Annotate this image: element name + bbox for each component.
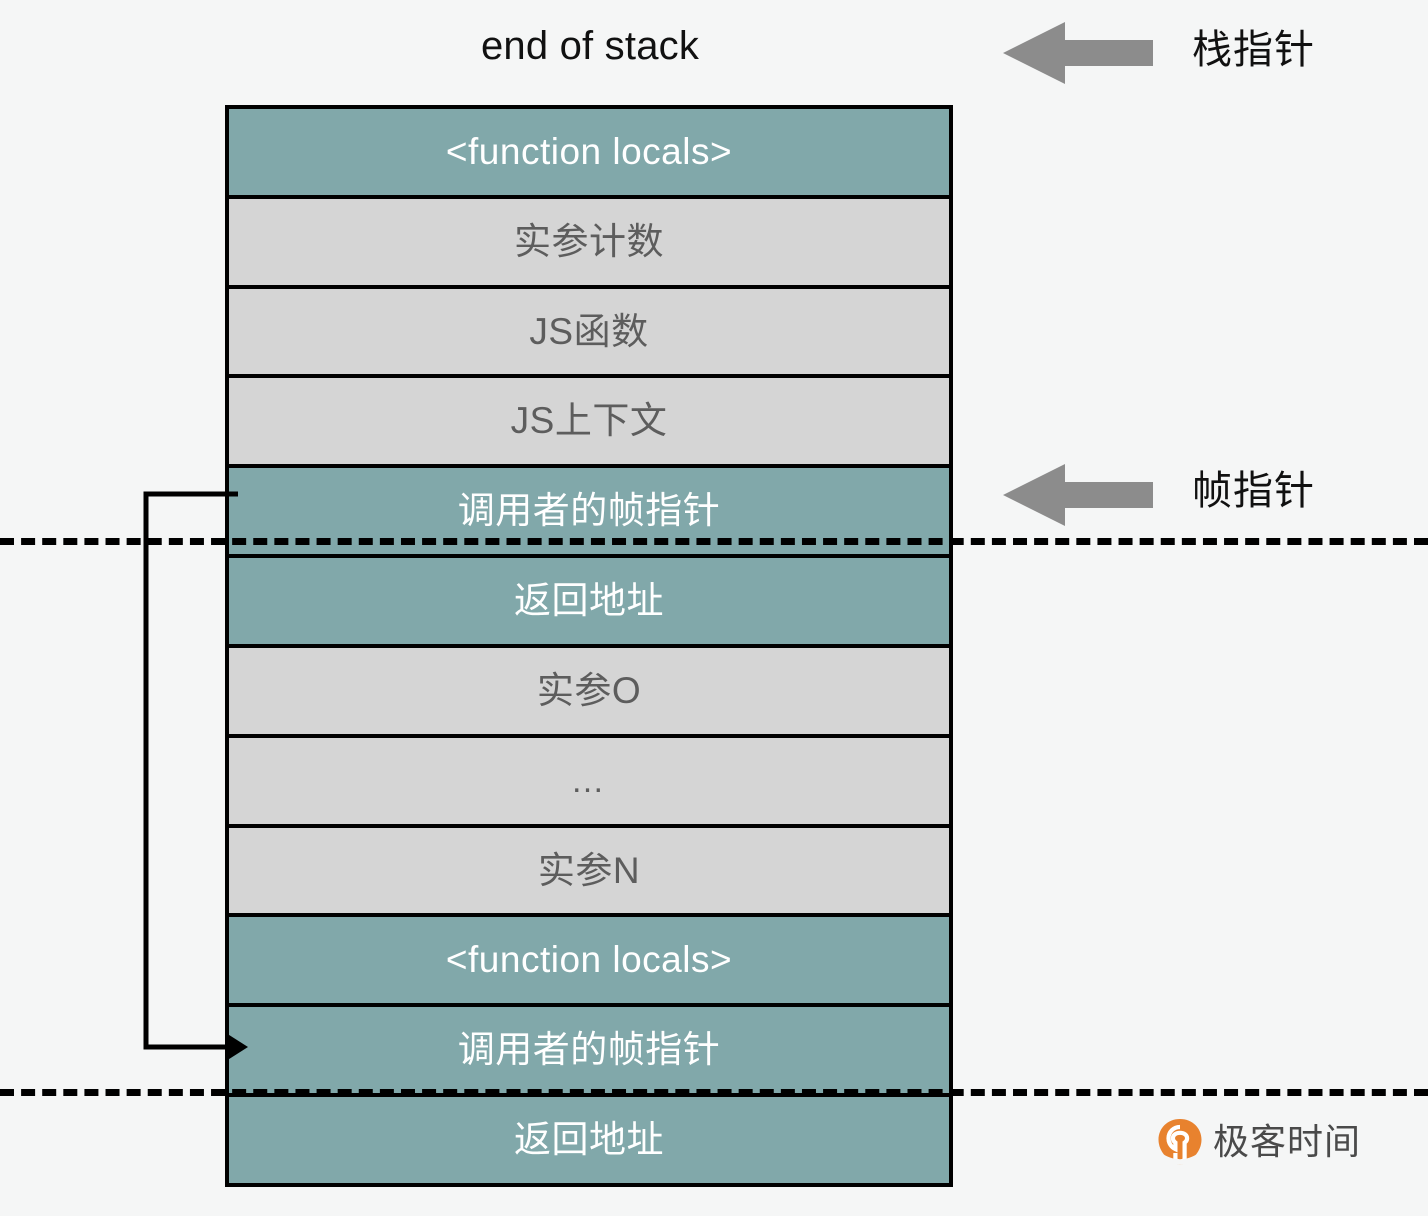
left-arrow-icon	[1003, 464, 1153, 526]
stack-row: <function locals>	[229, 109, 949, 199]
stack-row: 返回地址	[229, 558, 949, 648]
stack-row: JS函数	[229, 288, 949, 379]
left-arrow-icon	[1003, 22, 1153, 84]
stack-row: 实参计数	[229, 198, 949, 289]
stack-row-label: 实参O	[536, 669, 642, 711]
brand-watermark: 极客时间	[1157, 1118, 1361, 1166]
stack-row: 实参O	[229, 647, 949, 738]
stack-row: 实参N	[229, 827, 949, 918]
end-of-stack-caption: end of stack	[480, 24, 700, 68]
stack-row-label: …	[570, 761, 608, 800]
stack-pointer-label: 栈指针	[1192, 28, 1315, 72]
stack-row-label: <function locals>	[445, 130, 733, 172]
frame-boundary-divider-lower	[0, 1089, 1428, 1096]
stack-row: <function locals>	[229, 917, 949, 1008]
stack-row-label: 返回地址	[514, 1119, 664, 1161]
stack-row-label: <function locals>	[445, 939, 733, 981]
stack-row-label: JS上下文	[510, 400, 668, 442]
brand-name: 极客时间	[1213, 1121, 1362, 1162]
stack-row: …	[229, 737, 949, 828]
stack-row-label: 返回地址	[514, 580, 664, 622]
stack-row-label: 实参计数	[514, 220, 664, 262]
stack-row-label: 实参N	[537, 849, 641, 891]
stack-row-label: JS函数	[529, 310, 649, 352]
frame-boundary-divider-upper	[0, 538, 1428, 545]
frame-pointer-label: 帧指针	[1192, 469, 1315, 513]
caller-frame-pointer-connector	[143, 491, 248, 1061]
stack-row-label: 调用者的帧指针	[457, 490, 721, 532]
stack-row-label: 调用者的帧指针	[457, 1029, 721, 1071]
stack-frame-box: <function locals> 实参计数 JS函数 JS上下文 调用者的帧指…	[225, 105, 953, 1187]
geektime-logo-icon	[1158, 1119, 1202, 1165]
stack-row: 返回地址	[229, 1097, 949, 1183]
stack-row: JS上下文	[229, 378, 949, 469]
stack-row: 调用者的帧指针	[229, 1007, 949, 1098]
